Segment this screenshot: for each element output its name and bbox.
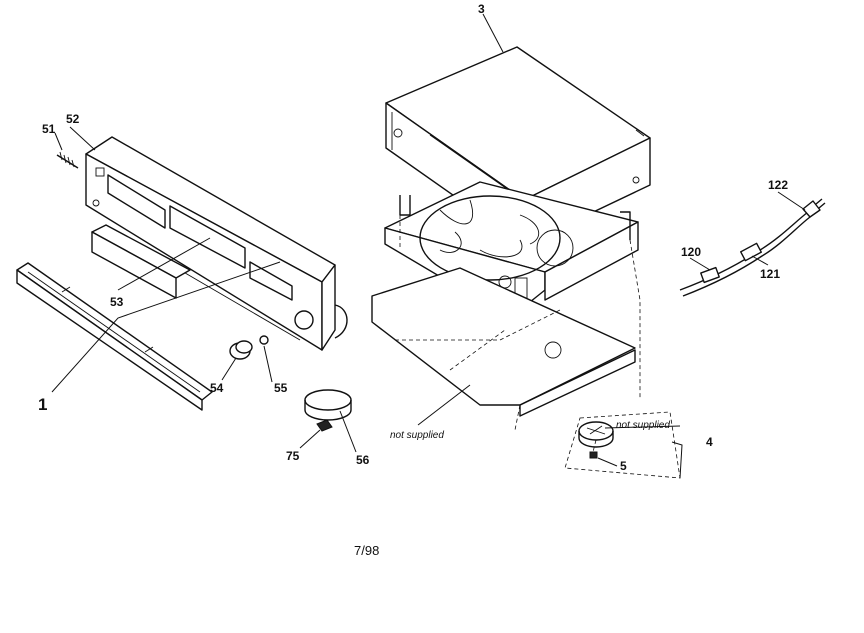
- not-supplied-note-plate: not supplied: [390, 430, 444, 441]
- screw-part: [56, 151, 79, 169]
- label-51: 51: [42, 122, 56, 136]
- label-5: 5: [620, 459, 627, 473]
- not-supplied-note-gear: not supplied: [616, 420, 670, 431]
- gear-assembly-part: [564, 411, 681, 479]
- label-3: 3: [478, 2, 485, 16]
- label-120: 120: [681, 245, 701, 259]
- label-56: 56: [356, 453, 370, 467]
- pad-part: [316, 419, 333, 432]
- knob-part: [229, 340, 253, 360]
- leader-lines: [51, 13, 806, 479]
- bottom-plate-part: [371, 267, 636, 431]
- label-75: 75: [286, 449, 300, 463]
- alignment-guides: [399, 215, 641, 400]
- power-cord-part: [679, 198, 826, 297]
- label-1: 1: [38, 395, 47, 414]
- date-code: 7/98: [354, 543, 379, 558]
- label-52: 52: [66, 112, 80, 126]
- label-121: 121: [760, 267, 780, 281]
- label-54: 54: [210, 381, 224, 395]
- button-part: [259, 335, 269, 345]
- label-122: 122: [768, 178, 788, 192]
- belt-part: [304, 389, 352, 421]
- label-53: 53: [110, 295, 124, 309]
- label-55: 55: [274, 381, 288, 395]
- front-panel-part: [85, 136, 348, 351]
- door-panel-part: [16, 262, 213, 411]
- label-4: 4: [706, 435, 713, 449]
